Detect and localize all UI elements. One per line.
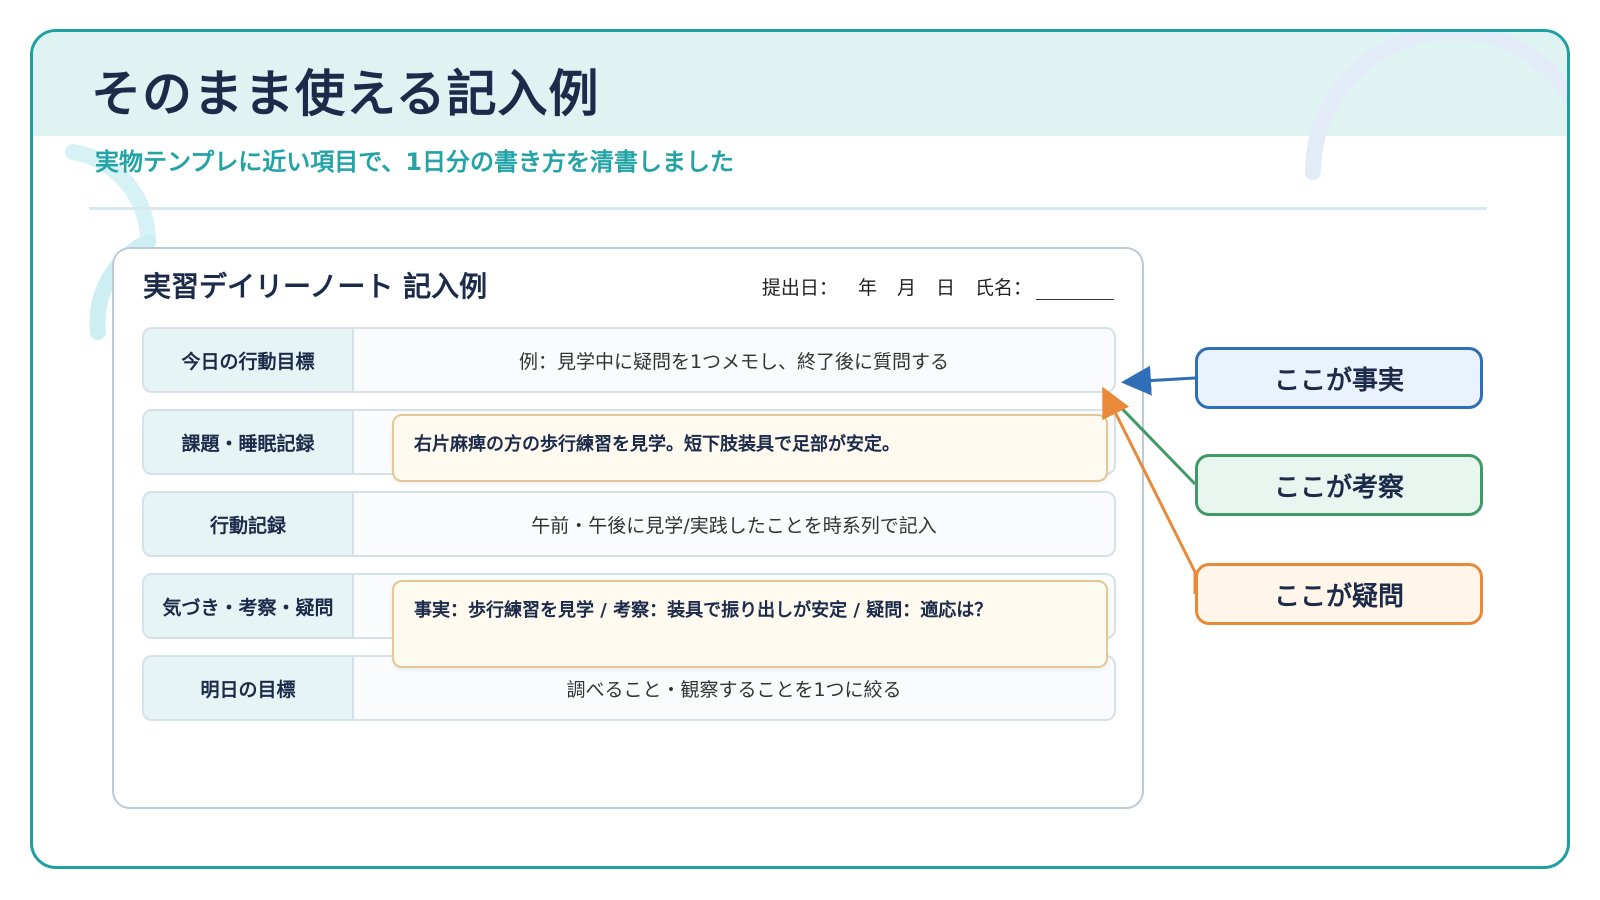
row-today-goal: 今日の行動目標 例：見学中に疑問を1つメモし、終了後に質問する [142, 327, 1116, 393]
month-label: 月 [896, 277, 916, 299]
row-label: 気づき・考察・疑問 [144, 575, 354, 637]
page-title: そのまま使える記入例 [91, 65, 600, 123]
row-value: 調べること・観察することを1つに絞る [566, 678, 902, 701]
note-fact: 右片麻痺の方の歩行練習を見学。短下肢装具で足部が安定。 [392, 414, 1108, 482]
row-value: 午前・午後に見学/実践したことを時系列で記入 [531, 514, 937, 537]
callout-question: ここが疑問 [1195, 563, 1483, 625]
callout-insight: ここが考察 [1195, 454, 1483, 516]
year-label: 年 [857, 277, 877, 299]
callout-fact: ここが事実 [1195, 347, 1483, 409]
name-label: 氏名： [974, 277, 1032, 299]
row-label: 明日の目標 [144, 657, 354, 719]
row-activity-log: 行動記録 午前・午後に見学/実践したことを時系列で記入 [142, 491, 1116, 557]
page-subtitle: 実物テンプレに近い項目で、1日分の書き方を清書しました [95, 148, 735, 176]
note-insight: 事実：歩行練習を見学 / 考察：装具で振り出しが安定 / 疑問：適応は？ [392, 580, 1108, 668]
row-label: 行動記録 [144, 493, 354, 555]
submit-date-label: 提出日： [761, 277, 838, 299]
divider [89, 207, 1487, 210]
slide-frame: そのまま使える記入例 実物テンプレに近い項目で、1日分の書き方を清書しました 実… [30, 29, 1570, 869]
sheet-title: 実習デイリーノート 記入例 [143, 270, 488, 303]
day-label: 日 [935, 277, 955, 299]
row-value: 例：見学中に疑問を1つメモし、終了後に質問する [518, 350, 950, 373]
daily-note-sheet: 実習デイリーノート 記入例 提出日： 年 月 日 氏名： 今日の行動目標 例：見… [112, 247, 1144, 809]
name-blank-line [1036, 279, 1114, 300]
row-label: 課題・睡眠記録 [144, 411, 354, 473]
sheet-meta: 提出日： 年 月 日 氏名： [762, 273, 1114, 300]
row-label: 今日の行動目標 [144, 329, 354, 391]
